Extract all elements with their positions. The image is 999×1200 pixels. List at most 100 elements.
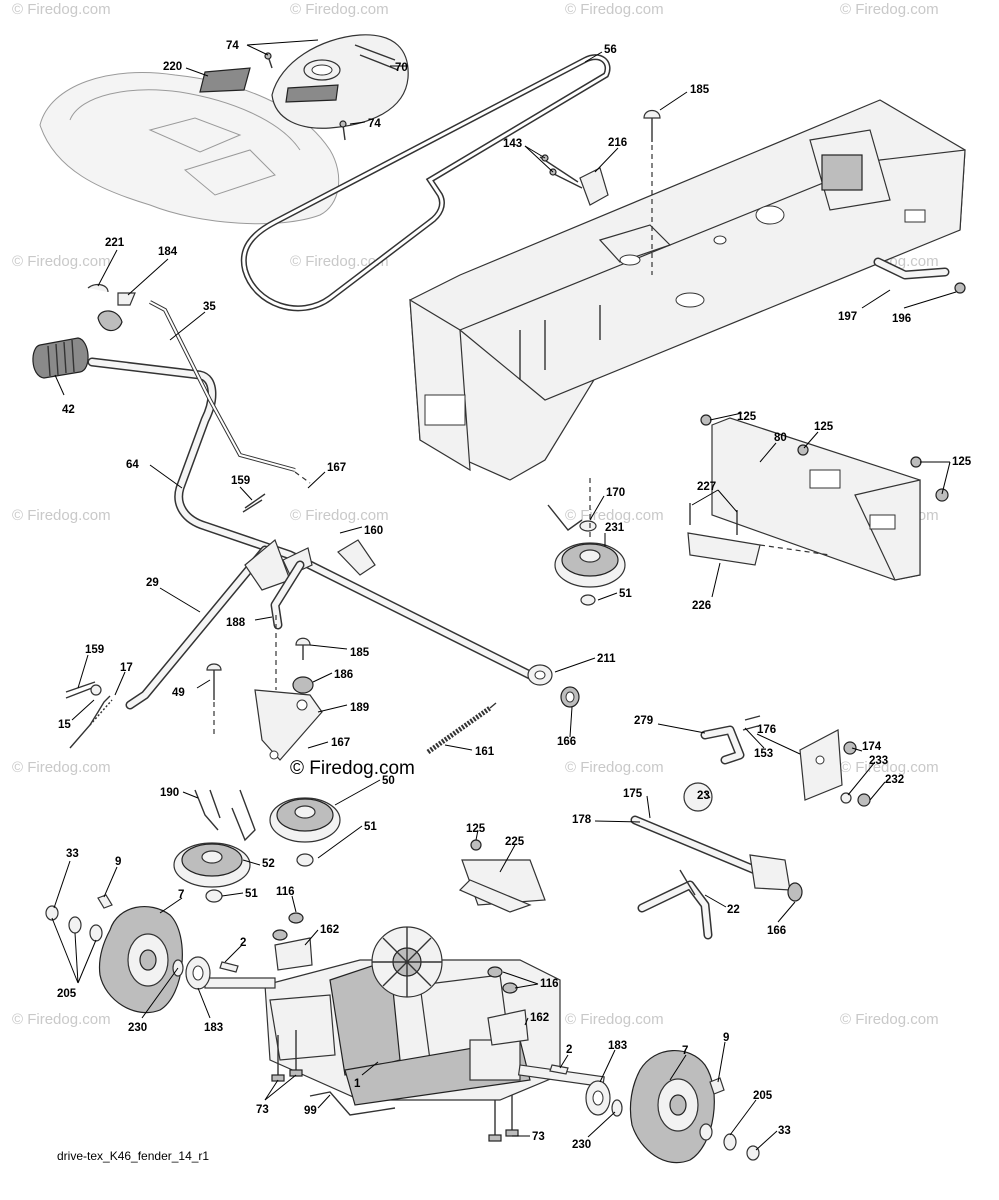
rod-279 xyxy=(700,715,761,765)
callout-220: 220 xyxy=(163,61,182,73)
fuel-cover-70 xyxy=(271,34,409,129)
callout-197: 197 xyxy=(838,311,857,323)
watermark: © Firedog.com xyxy=(565,1011,664,1028)
callout-9: 9 xyxy=(723,1032,729,1044)
watermark: © Firedog.com xyxy=(12,1,111,18)
collar-183 xyxy=(172,956,239,990)
callout-33: 33 xyxy=(778,1125,791,1137)
spring-arm-190 xyxy=(194,789,256,842)
callout-153: 153 xyxy=(754,748,773,760)
callout-160: 160 xyxy=(364,525,383,537)
callout-17: 17 xyxy=(120,662,133,674)
decal-220 xyxy=(199,67,251,93)
center-watermark: © Firedog.com xyxy=(290,758,415,779)
callout-167: 167 xyxy=(331,737,350,749)
callout-185: 185 xyxy=(350,647,370,659)
spring-15 xyxy=(69,684,113,749)
callout-125: 125 xyxy=(466,823,486,835)
shift-rod-64 xyxy=(87,357,545,685)
callout-50: 50 xyxy=(382,775,395,787)
callout-2: 2 xyxy=(566,1044,572,1056)
watermark: © Firedog.com xyxy=(290,1,389,18)
callout-183: 183 xyxy=(204,1022,223,1034)
pulley-231 xyxy=(547,478,626,606)
knob-184 xyxy=(87,283,136,332)
callout-74: 74 xyxy=(226,40,239,52)
watermark: © Firedog.com xyxy=(290,253,389,270)
callout-233: 233 xyxy=(869,755,888,767)
callout-64: 64 xyxy=(126,459,139,471)
callout-161: 161 xyxy=(475,746,495,758)
callout-230: 230 xyxy=(572,1139,591,1151)
hand-grip-42 xyxy=(32,337,89,379)
callout-49: 49 xyxy=(172,687,185,699)
callout-7: 7 xyxy=(682,1045,688,1057)
callout-23: 23 xyxy=(697,790,710,802)
callout-51: 51 xyxy=(619,588,632,600)
callout-52: 52 xyxy=(262,858,275,870)
callout-227: 227 xyxy=(697,481,716,493)
link-rod-29 xyxy=(125,545,270,710)
callout-42: 42 xyxy=(62,404,75,416)
bracket-160 xyxy=(337,539,376,576)
rod-99 xyxy=(309,1091,396,1116)
callout-178: 178 xyxy=(572,814,592,826)
callout-162: 162 xyxy=(530,1012,549,1024)
callout-205: 205 xyxy=(57,988,77,1000)
callout-190: 190 xyxy=(160,787,179,799)
transaxle-1 xyxy=(204,926,605,1106)
callout-125: 125 xyxy=(737,411,757,423)
watermark: © Firedog.com xyxy=(840,1,939,18)
bracket-176 xyxy=(799,729,871,807)
callout-167: 167 xyxy=(327,462,346,474)
ball-23 xyxy=(683,782,713,812)
callout-73: 73 xyxy=(256,1104,269,1116)
watermark: © Firedog.com xyxy=(12,507,111,524)
callout-51: 51 xyxy=(364,821,377,833)
bushing-211 xyxy=(527,664,580,708)
drive-belt-56 xyxy=(240,54,611,312)
callout-2: 2 xyxy=(240,937,246,949)
watermark: © Firedog.com xyxy=(12,759,111,776)
callout-159: 159 xyxy=(231,475,250,487)
leader-lines xyxy=(51,39,957,1151)
callout-211: 211 xyxy=(597,653,616,665)
plate-225 xyxy=(458,839,546,913)
bracket-80 xyxy=(687,414,949,581)
callout-188: 188 xyxy=(226,617,246,629)
tractor-frame xyxy=(409,99,966,481)
pedal-rod-178 xyxy=(630,815,803,940)
spring-161 xyxy=(426,702,497,755)
lever-188 xyxy=(244,538,313,630)
wheel-hub-7 xyxy=(549,1050,760,1164)
callout-166: 166 xyxy=(767,925,786,937)
callout-22: 22 xyxy=(727,904,740,916)
callout-33: 33 xyxy=(66,848,79,860)
bracket-162 xyxy=(272,912,529,1046)
watermark: © Firedog.com xyxy=(290,507,389,524)
callout-35: 35 xyxy=(203,301,216,313)
watermark: © Firedog.com xyxy=(565,759,664,776)
callout-116: 116 xyxy=(540,978,559,990)
callout-231: 231 xyxy=(605,522,625,534)
callout-166: 166 xyxy=(557,736,576,748)
watermark: © Firedog.com xyxy=(840,759,939,776)
hair-pin-159 xyxy=(65,493,266,699)
callout-183: 183 xyxy=(608,1040,627,1052)
callout-175: 175 xyxy=(623,788,643,800)
callout-216: 216 xyxy=(608,137,627,149)
watermark: © Firedog.com xyxy=(12,1011,111,1028)
watermark: © Firedog.com xyxy=(12,253,111,270)
callout-143: 143 xyxy=(503,138,522,150)
callout-29: 29 xyxy=(146,577,159,589)
callout-7: 7 xyxy=(178,889,184,901)
bolt-73 xyxy=(271,1030,519,1142)
callout-230: 230 xyxy=(128,1022,147,1034)
fender-ghost xyxy=(39,72,340,225)
idler-bracket-189 xyxy=(206,615,323,761)
callout-116: 116 xyxy=(276,886,295,898)
callout-80: 80 xyxy=(774,432,787,444)
watermark: © Firedog.com xyxy=(565,1,664,18)
callout-174: 174 xyxy=(862,741,882,753)
